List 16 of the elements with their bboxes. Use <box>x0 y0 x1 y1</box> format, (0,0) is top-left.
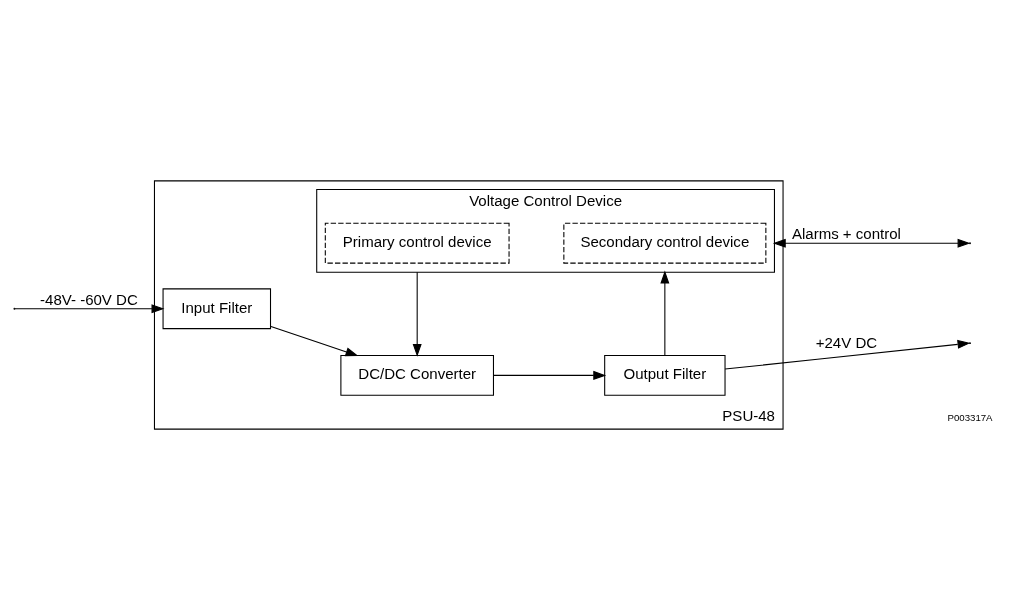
edge-label: -48V- -60V DC <box>40 290 138 308</box>
node-box: Input Filter <box>162 288 272 330</box>
arrow <box>412 271 422 357</box>
node-box: Primary control device <box>324 222 510 264</box>
node-box: Secondary control device <box>563 222 767 264</box>
arrow <box>660 270 670 356</box>
node-box: Output Filter <box>604 354 726 396</box>
arrow <box>724 339 971 370</box>
arrow <box>14 304 165 314</box>
label: P003317A <box>947 411 993 423</box>
arrow <box>772 238 971 248</box>
arrow <box>493 370 607 380</box>
edge-label: Alarms + control <box>791 225 901 243</box>
node-box: DC/DC Converter <box>340 354 494 396</box>
arrow <box>270 326 359 357</box>
edge-label: +24V DC <box>815 333 878 351</box>
